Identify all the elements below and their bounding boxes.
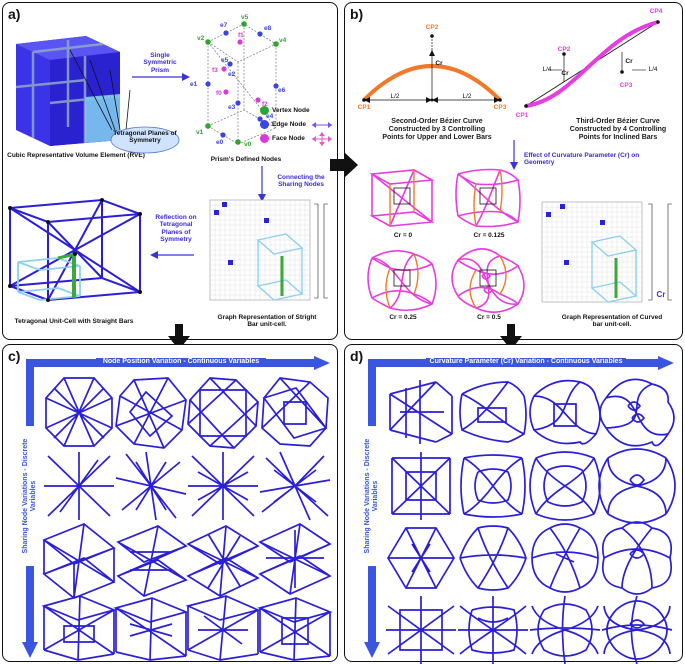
node-f3: f3 [212,67,218,74]
node-f1: f1 [238,32,244,39]
node-f0: f0 [216,90,222,97]
cr-cell-0 [366,168,438,230]
symmetry-label: Tetragonal Planes of Symmetry [112,130,178,145]
node-v2: v2 [197,35,205,42]
cp3-third-label: CP3 [618,82,634,89]
center-right-arrow [330,152,358,178]
straight-graph-matrix [206,198,334,310]
node-e7: e7 [220,22,228,29]
cr-cell-1 [452,168,524,230]
panel-d-top-label: Curvature Parameter (Cr) Variation - Con… [426,358,626,366]
legend-vertex: Vertex Node [272,107,310,114]
quarter-left-label: L/4 [540,66,554,73]
face-direction-icon [310,131,334,147]
panel-c-side-label: Sharing Node Variations - Discrete Varia… [22,426,38,566]
panel-b-label: b) [350,6,363,22]
straight-unit-cell [6,196,146,310]
cr-label-second: Cr [434,60,444,67]
edge-node-icon [260,120,269,129]
node-e0: e0 [216,139,224,146]
node-v4: v4 [279,37,287,44]
panel-c-lattice-grid [40,374,334,660]
half-left-label: L/2 [388,93,402,100]
panel-d-label: d) [350,348,363,364]
vertex-node-icon [260,106,269,115]
panel-c-label: c) [8,348,20,364]
second-order-caption: Second-Order Bézier Curve Constructed by… [378,118,496,142]
node-e1: e1 [190,81,198,88]
node-v0: v0 [244,141,252,148]
cr-cell-3 [452,250,524,312]
node-e8: e8 [264,25,272,32]
reflection-label: Reflection on Tetragonal Planes of Symme… [150,214,202,244]
prism-nodes-caption: Prism's Defined Nodes [196,156,296,163]
panel-c-top-label: Node Position Variation - Continuous Var… [96,358,266,366]
cp1-label: CP1 [356,104,372,111]
unitcell-caption: Tetragonal Unit-Cell with Straight Bars [14,318,134,325]
connect-label: Connecting the Sharing Nodes [266,174,336,189]
node-e5: e5 [221,57,229,64]
node-e6: e6 [278,87,286,94]
half-right-label: L/2 [460,93,474,100]
third-order-bezier [514,10,678,120]
symmetry-pointers [60,40,140,140]
cr-label-third-a: Cr [560,70,570,77]
face-node-icon [260,134,269,143]
effect-arrow [508,140,520,170]
cr-label-third-b: Cr [624,58,634,65]
legend-edge: Edge Node [272,121,306,128]
panel-a-label: a) [8,6,20,22]
node-v1: v1 [196,129,204,136]
cr-label-1: Cr = 0.125 [468,232,510,239]
cp1-third-label: CP1 [514,112,530,119]
cr-label-matrix: Cr [654,290,668,299]
panel-d-side-label: Sharing Node Variations - Discrete Varia… [364,426,380,566]
reflection-arrow [150,250,194,260]
legend-face: Face Node [272,135,305,142]
cp3-label: CP3 [492,104,508,111]
node-e2: e2 [228,71,236,78]
effect-label: Effect of Curvature Parameter (Cr) on Ge… [524,152,648,167]
quarter-right-label: L/4 [646,66,660,73]
node-e3: e3 [228,104,236,111]
cr-label-3: Cr = 0.5 [470,314,508,321]
third-order-caption: Third-Order Bézier Curve Constructed by … [562,118,674,142]
second-order-bezier [352,26,512,118]
panel-d-lattice-grid [382,374,676,660]
straight-graph-caption: Graph Representation of Stright Bar unit… [212,314,322,329]
cp2-label: CP2 [424,24,440,31]
edge-direction-icon [310,120,334,130]
curved-graph-caption: Graph Representation of Curved bar unit-… [560,314,664,329]
cr-label-0: Cr = 0 [386,232,420,239]
cp4-label: CP4 [648,8,664,15]
cr-label-2: Cr = 0.25 [384,314,422,321]
cp2-third-label: CP2 [556,46,572,53]
node-v5: v5 [241,14,249,21]
cr-cell-2 [366,250,438,312]
